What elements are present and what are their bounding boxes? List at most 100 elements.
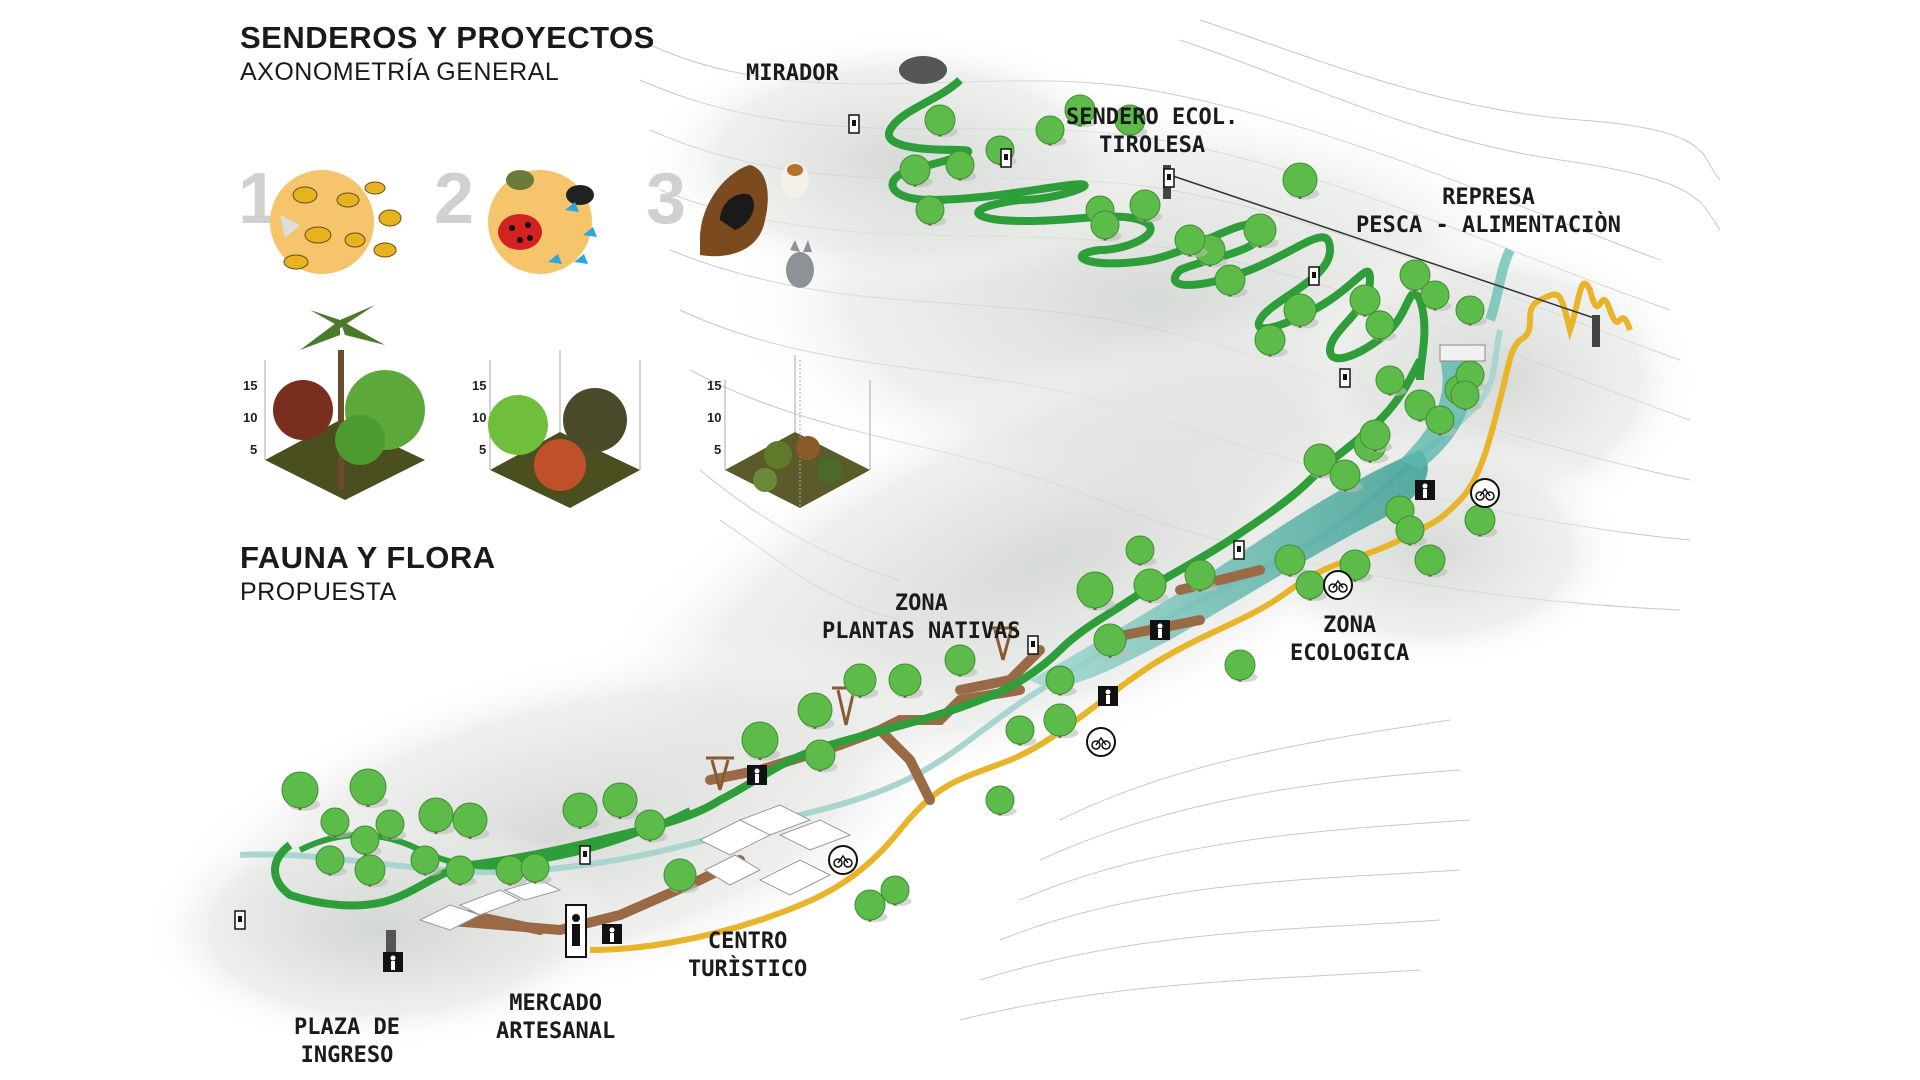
tall-trees-icon bbox=[264, 305, 425, 500]
tree-icon bbox=[452, 802, 488, 838]
insects-icon bbox=[488, 170, 597, 274]
tree-icon bbox=[1414, 544, 1446, 576]
tree-icon bbox=[1349, 284, 1381, 316]
tirolesa-tower-bottom bbox=[1592, 315, 1600, 347]
tree-icon bbox=[1425, 405, 1455, 435]
tree-icon bbox=[1064, 94, 1096, 126]
tree-icon bbox=[1254, 324, 1286, 356]
scale-tick-15b: 15 bbox=[472, 378, 487, 393]
pedestrian-marker-icon bbox=[602, 924, 622, 944]
label-represa-line2: PESCA - ALIMENTACIÒN bbox=[1356, 213, 1621, 238]
bike-marker-icon bbox=[1323, 570, 1353, 600]
label-plaza-line1: PLAZA DE bbox=[294, 1015, 400, 1040]
tree-icon bbox=[1455, 295, 1485, 325]
tree-icon bbox=[915, 195, 945, 225]
tree-icon bbox=[663, 858, 697, 892]
label-centro-line1: CENTRO bbox=[707, 929, 788, 954]
info-sign-icon bbox=[234, 910, 246, 930]
fauna-number-3: 3 bbox=[646, 159, 687, 239]
tree-icon bbox=[520, 853, 550, 883]
tree-icon bbox=[1005, 715, 1035, 745]
label-zona-eco-line1: ZONA bbox=[1323, 613, 1377, 638]
label-sendero-line2: TIROLESA bbox=[1099, 133, 1206, 158]
tree-icon bbox=[1125, 535, 1155, 565]
fauna-number-2: 2 bbox=[434, 159, 475, 239]
label-mercado-line2: ARTESANAL bbox=[496, 1019, 616, 1044]
scale-tick-5b: 5 bbox=[479, 442, 487, 457]
tree-icon bbox=[1282, 162, 1318, 198]
pets-icon bbox=[700, 162, 814, 288]
tree-icon bbox=[1035, 115, 1065, 145]
tree-icon bbox=[350, 825, 380, 855]
tree-icon bbox=[854, 889, 886, 921]
tree-icon bbox=[1375, 365, 1405, 395]
tree-icon bbox=[1184, 559, 1216, 591]
tree-icon bbox=[1399, 259, 1431, 291]
label-sendero-line1: SENDERO ECOL. bbox=[1066, 105, 1239, 130]
info-sign-icon bbox=[1000, 148, 1012, 168]
terrain-fog bbox=[140, 30, 1700, 1050]
scale-tick-10a: 10 bbox=[243, 410, 258, 425]
tree-icon bbox=[1404, 389, 1436, 421]
main-header: SENDEROS Y PROYECTOS AXONOMETRÍA GENERAL bbox=[240, 20, 655, 87]
dam bbox=[1439, 344, 1486, 362]
info-sign-icon bbox=[1027, 635, 1039, 655]
scale-tick-5c: 5 bbox=[714, 442, 722, 457]
label-mercado-artesanal: MERCADO ARTESANAL bbox=[496, 990, 615, 1046]
tree-icon bbox=[1093, 623, 1127, 657]
label-plaza-ingreso: PLAZA DE INGRESO bbox=[294, 1014, 400, 1070]
tree-icon bbox=[1174, 224, 1206, 256]
pedestrian-marker-icon bbox=[747, 765, 767, 785]
info-sign-icon bbox=[1339, 368, 1351, 388]
label-plaza-line2: INGRESO bbox=[300, 1043, 394, 1068]
tree-icon bbox=[445, 855, 475, 885]
tree-icon bbox=[797, 692, 833, 728]
tree-icon bbox=[1214, 264, 1246, 296]
label-centro-line2: TURÌSTICO bbox=[688, 957, 808, 982]
bike-marker-icon bbox=[1086, 727, 1116, 757]
kiosk-icon bbox=[565, 904, 587, 958]
tree-icon bbox=[1243, 213, 1277, 247]
green-trail bbox=[271, 358, 1424, 910]
tree-icon bbox=[1043, 703, 1077, 737]
label-zona-plantas-line2: PLANTAS NATIVAS bbox=[822, 619, 1021, 644]
scale-tick-15c: 15 bbox=[707, 378, 722, 393]
tree-icon bbox=[1114, 104, 1146, 136]
label-mirador-text: MIRADOR bbox=[746, 61, 839, 86]
label-mirador: MIRADOR bbox=[746, 60, 839, 88]
tree-icon bbox=[349, 768, 387, 806]
scale-tick-10b: 10 bbox=[472, 410, 487, 425]
bike-marker-icon bbox=[1470, 478, 1500, 508]
tree-icon bbox=[1045, 665, 1075, 695]
info-sign-icon bbox=[1163, 168, 1175, 188]
tree-icon bbox=[375, 809, 405, 839]
label-sendero: SENDERO ECOL. TIROLESA bbox=[1066, 104, 1238, 160]
tree-icon bbox=[410, 845, 440, 875]
tree-icon bbox=[1133, 568, 1167, 602]
info-sign-icon bbox=[1308, 266, 1320, 286]
tree-icon bbox=[315, 845, 345, 875]
tree-icon bbox=[354, 854, 386, 886]
tree-icon bbox=[1395, 515, 1425, 545]
tree-icon bbox=[634, 809, 666, 841]
buildings bbox=[418, 804, 852, 931]
tree-icon bbox=[1329, 459, 1361, 491]
legend-header: FAUNA Y FLORA PROPUESTA bbox=[240, 540, 496, 607]
label-mercado-line1: MERCADO bbox=[509, 991, 602, 1016]
tree-icon bbox=[602, 782, 638, 818]
tree-icon bbox=[1359, 419, 1391, 451]
tree-icon bbox=[1224, 649, 1256, 681]
tree-icon bbox=[880, 875, 910, 905]
tree-icon bbox=[1129, 189, 1161, 221]
pedestrian-marker-icon bbox=[1415, 480, 1435, 500]
tree-icon bbox=[888, 663, 922, 697]
label-zona-plantas-line1: ZONA bbox=[894, 591, 948, 616]
tree-icon bbox=[1339, 549, 1371, 581]
shrubs-icon bbox=[724, 355, 871, 508]
pedestrian-marker-icon bbox=[1150, 620, 1170, 640]
tree-icon bbox=[1274, 544, 1306, 576]
label-zona-ecologica: ZONA ECOLOGICA bbox=[1290, 612, 1409, 668]
tree-icon bbox=[1303, 443, 1337, 477]
